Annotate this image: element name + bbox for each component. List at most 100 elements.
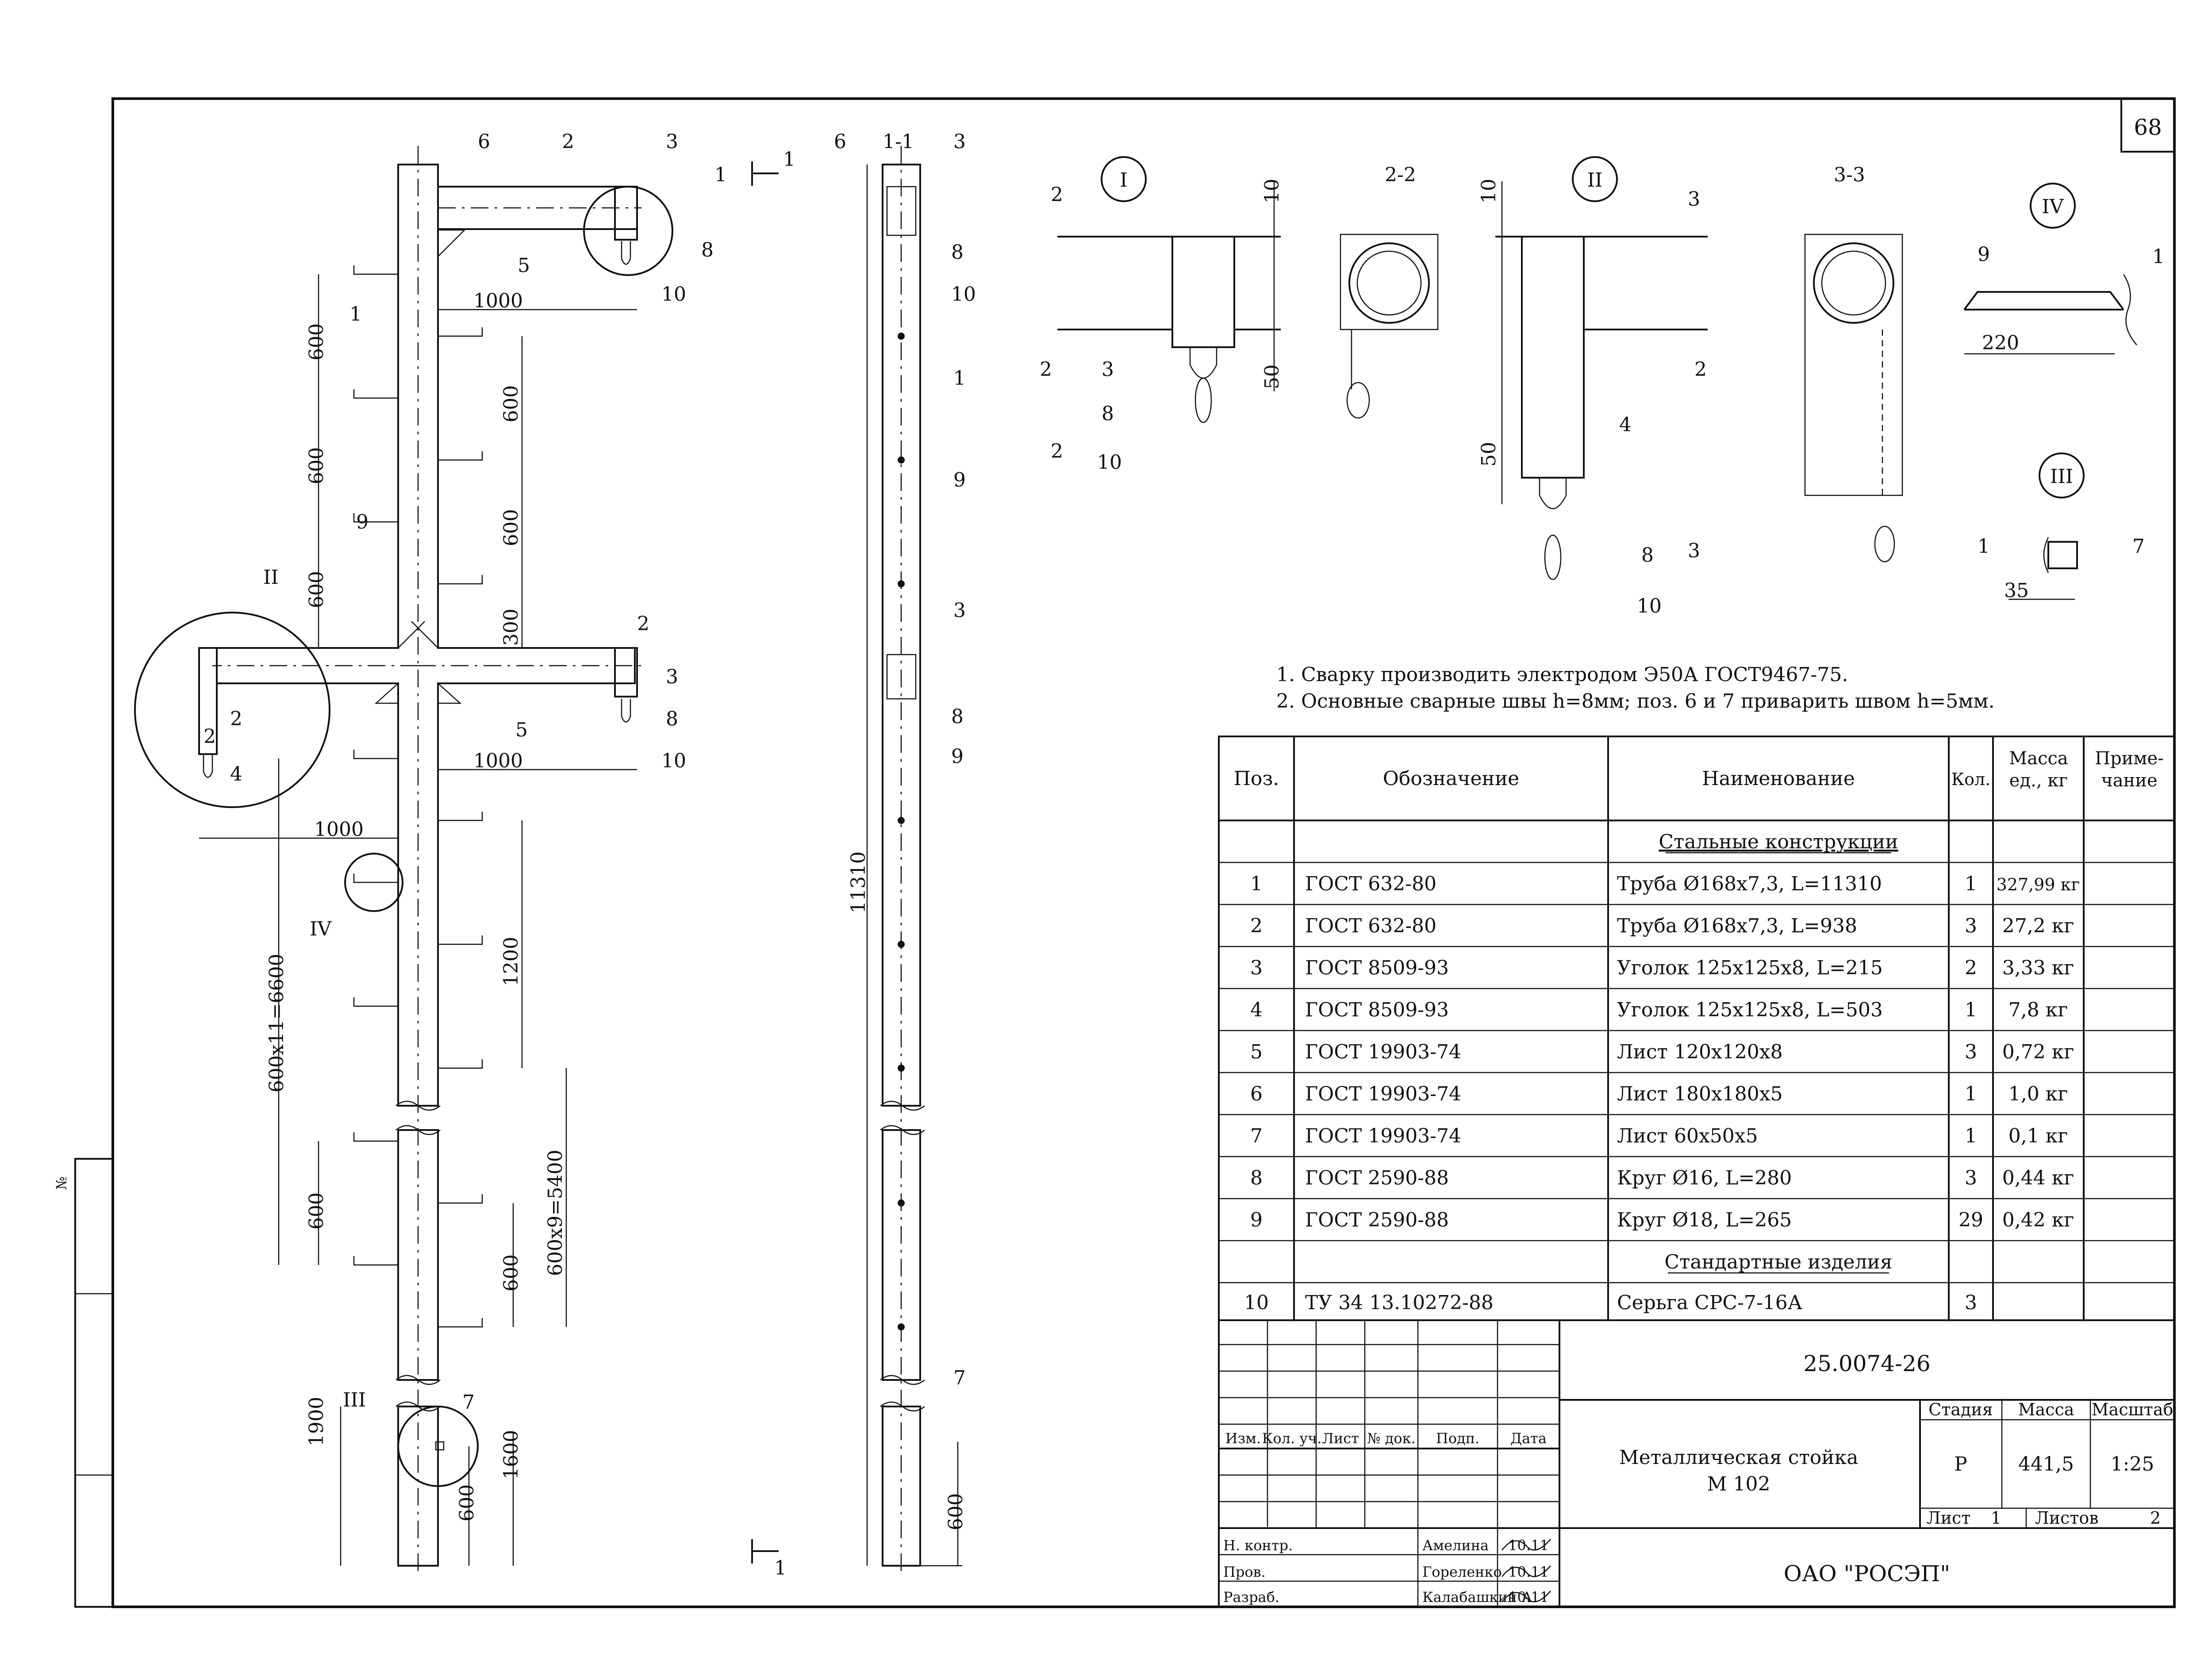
detail-ii-pos-10: 10 [1637,595,1662,617]
section-2-2-label: 2-2 [1385,164,1416,186]
svg-text:Лист 180x180x5: Лист 180x180x5 [1617,1083,1783,1105]
detail-circle-i [583,186,673,276]
svg-text:6: 6 [1250,1083,1263,1105]
detail-ii-pos-8: 8 [1641,544,1654,567]
col-doc-no: № док. [1367,1430,1416,1447]
detail-i-pos-10: 10 [1097,451,1122,474]
signature-row: Пров. Гореленко 10.11 [1223,1564,1551,1580]
svg-text:Лист 60x50x5: Лист 60x50x5 [1617,1125,1758,1147]
detail-circle-iv [344,853,403,912]
front-view-labels: 6 2 3 1 1 8 10 5 1 1000 9 II 2 3 8 10 5 … [204,130,795,1579]
pole-section-1-1: 6 1-1 3 8 10 1 9 3 8 9 7 11310 600 [834,130,976,1575]
dim-1200: 1200 [500,937,522,986]
svg-text:ГОСТ 8509-93: ГОСТ 8509-93 [1305,999,1449,1021]
svg-text:3: 3 [1250,957,1263,979]
detail-i-dim-50: 50 [1261,364,1283,389]
label-1-1-pos-10: 10 [951,283,976,306]
svg-text:Разраб.: Разраб. [1223,1589,1279,1606]
label-pos-2-arm: 2 [204,725,216,748]
spec-section-standard: Стандартные изделия [1664,1251,1892,1273]
label-1-1-pos-1: 1 [953,367,966,390]
svg-text:Уголок 125x125x8, L=503: Уголок 125x125x8, L=503 [1617,999,1883,1021]
label-pos-5-mid: 5 [515,719,528,741]
section-markers [751,161,779,1564]
svg-text:1: 1 [1965,873,1977,895]
detail-ii: II 2 4 8 10 3 3 10 50 [1478,156,1708,617]
organization: ОАО "РОСЭП" [1784,1561,1951,1587]
spec-header-pos: Поз. [1234,767,1279,790]
dim-600-section: 600 [945,1493,967,1530]
svg-text:Н. контр.: Н. контр. [1223,1537,1293,1554]
margin-stamp: № [53,1158,114,1608]
pole-front-view [134,146,673,1575]
detail-circle-ii [134,612,330,808]
svg-text:0,42 кг: 0,42 кг [2002,1209,2074,1231]
detail-iv-pos-9: 9 [1978,243,1990,266]
svg-text:Уголок 125x125x8, L=215: Уголок 125x125x8, L=215 [1617,957,1883,979]
detail-i-pos-8: 8 [1102,402,1114,425]
detail-i-label: I [1120,169,1127,192]
title-block: 25.0074-26 Металлическая стойка М 102 Ст… [1218,1319,2175,1608]
detail-iv-pos-1: 1 [2152,245,2165,268]
svg-text:0,44 кг: 0,44 кг [2002,1167,2074,1189]
svg-text:2: 2 [1250,915,1263,937]
scale-label: Масштаб [2092,1400,2174,1419]
spec-row: 5 ГОСТ 19903-74 Лист 120x120x8 3 0,72 кг [1250,1041,2074,1063]
col-izm: Изм. [1225,1430,1261,1447]
stage-value: Р [1954,1453,1967,1475]
dim-600-c: 600 [305,571,328,608]
col-kol-uch: Кол. уч. [1262,1430,1322,1447]
svg-text:0,72 кг: 0,72 кг [2002,1041,2074,1063]
svg-text:ГОСТ 8509-93: ГОСТ 8509-93 [1305,957,1449,979]
spec-header-note: Приме- чание [2095,748,2164,791]
dim-1900: 1900 [305,1397,328,1446]
detail-i-section-2: 2 [1051,184,1063,206]
svg-text:Труба Ø168x7,3, L=938: Труба Ø168x7,3, L=938 [1617,915,1857,937]
label-pos-2-left: 2 [230,708,242,730]
label-pos-1-pole: 1 [349,303,362,326]
svg-text:Серьга СРС-7-16А: Серьга СРС-7-16А [1617,1291,1802,1314]
spec-row: 8 ГОСТ 2590-88 Круг Ø16, L=280 3 0,44 кг [1250,1167,2074,1189]
dim-300: 300 [500,609,522,646]
dim-1600: 1600 [500,1430,522,1479]
doc-title-line-2: М 102 [1707,1473,1770,1495]
svg-text:ГОСТ 2590-88: ГОСТ 2590-88 [1305,1209,1449,1231]
svg-text:7,8 кг: 7,8 кг [2008,999,2068,1021]
section-3-3-label: 3-3 [1834,164,1865,186]
dim-1000-top: 1000 [473,290,523,312]
detail-i-pos-3: 3 [1102,358,1114,381]
svg-text:3: 3 [1965,915,1977,937]
label-1-1-pos-3b: 3 [953,599,966,622]
note-2: 2. Основные сварные швы h=8мм; поз. 6 и … [1276,690,1995,713]
label-1-1-pos-7: 7 [953,1367,966,1389]
detail-i-section-2b: 2 [1051,440,1063,463]
spec-row: 2 ГОСТ 632-80 Труба Ø168x7,3, L=938 3 27… [1250,915,2074,937]
svg-text:Гореленко: Гореленко [1422,1564,1502,1580]
detail-iv-label: IV [2042,195,2064,218]
doc-title-line-1: Металлическая стойка [1619,1446,1859,1469]
label-pos-10: 10 [661,283,686,306]
label-pos-8: 8 [701,239,714,261]
spec-table: Поз. Обозначение Наименование Кол. Масса… [1218,736,2175,1321]
dim-600-f: 600 [305,1192,328,1230]
label-pos-3: 3 [666,130,678,153]
dim-600-h: 600 [456,1484,478,1521]
label-1-1-pos-9: 9 [953,469,966,491]
dim-600-e: 600 [500,509,522,546]
svg-text:7: 7 [1250,1125,1263,1147]
detail-ii-dim-10: 10 [1478,179,1500,203]
label-section-1-bottom: 1 [774,1557,787,1579]
svg-text:29: 29 [1959,1209,1983,1231]
svg-text:1: 1 [1965,1083,1977,1105]
detail-ii-dim-50: 50 [1478,442,1500,467]
detail-i: I 2 2 2 3 8 10 10 50 [1040,156,1283,474]
sheets-value: 2 [2150,1508,2161,1528]
section-2-2: 2-2 [1340,164,1439,419]
detail-iv: IV 9 1 220 [1963,183,2165,355]
label-pos-8-mid: 8 [666,708,678,730]
svg-text:Круг Ø16, L=280: Круг Ø16, L=280 [1617,1167,1792,1189]
svg-text:1: 1 [1965,1125,1977,1147]
label-section-1-top: 1 [783,148,795,171]
svg-text:Круг Ø18, L=265: Круг Ø18, L=265 [1617,1209,1792,1231]
sheet-label: Лист [1927,1508,1970,1528]
